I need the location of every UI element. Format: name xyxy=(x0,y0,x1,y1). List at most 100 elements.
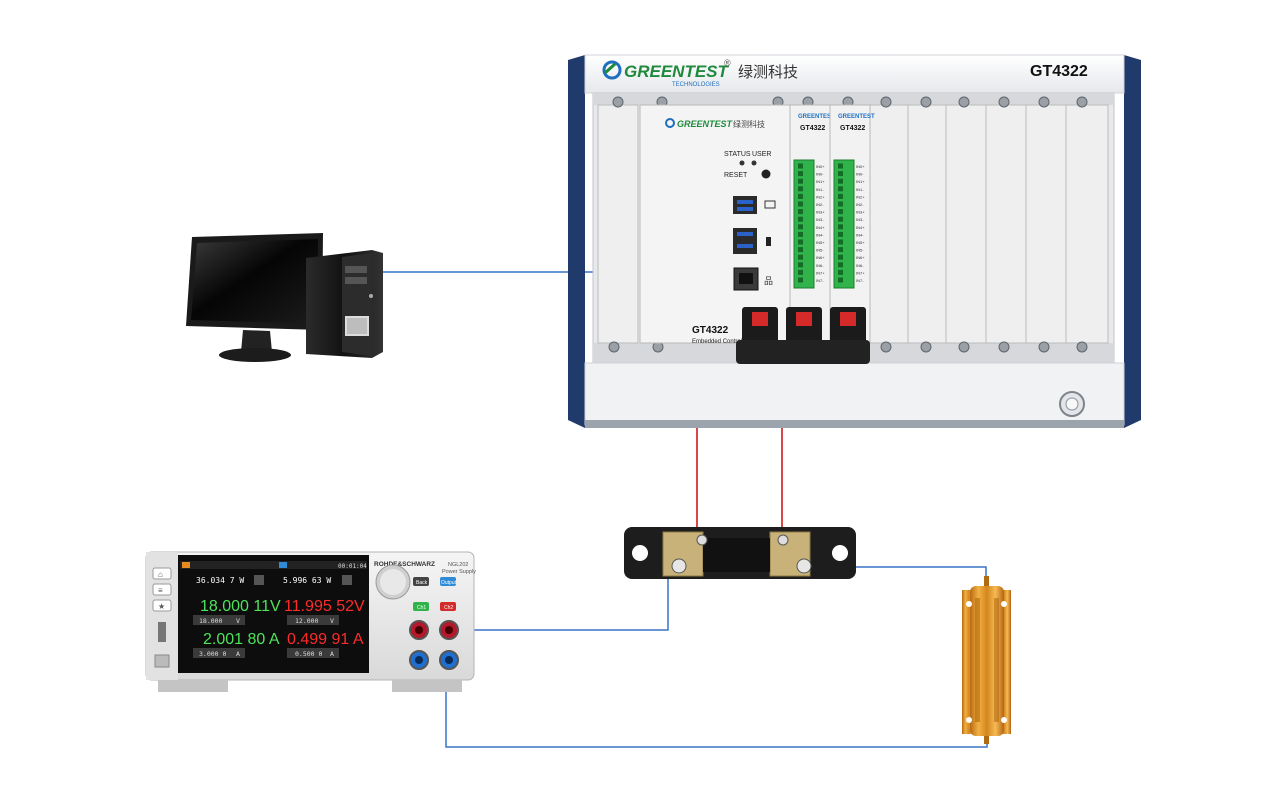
card1-pin-label: IN5+ xyxy=(816,240,825,245)
usb-front-port[interactable] xyxy=(158,622,166,642)
ch2-button[interactable] xyxy=(440,602,456,611)
ch1-voltage-set: 18.000 xyxy=(199,617,223,625)
ch1-voltage-unit: V xyxy=(236,617,240,625)
chassis-model: GT4322 xyxy=(1030,63,1088,80)
card2-brand: GREENTEST xyxy=(838,114,875,120)
io-card-1: GREENTEST GT4322 IN0+ IN0- IN1+ IN1- IN2+ IN2… xyxy=(789,104,835,344)
tower-case xyxy=(306,250,383,358)
card1-pin-7[interactable] xyxy=(798,209,803,215)
card1-pin-14[interactable] xyxy=(798,262,803,268)
card2-pin-16[interactable] xyxy=(838,277,843,283)
card2-pin-11[interactable] xyxy=(838,239,843,245)
favorite-button[interactable] xyxy=(152,599,172,612)
card2-pin-10[interactable] xyxy=(838,231,843,237)
menu-icon: ≡ xyxy=(158,586,163,595)
card1-pin-label: IN2+ xyxy=(816,194,825,199)
usb-port-1[interactable] xyxy=(733,196,757,214)
card2-pin-label: IN1+ xyxy=(856,179,865,184)
card2-pin-13[interactable] xyxy=(838,254,843,260)
card1-pin-label: IN0- xyxy=(816,172,824,177)
ch1-current: 2.001 80 A xyxy=(203,631,280,648)
card1-pin-label: IN2- xyxy=(816,202,824,207)
card1-brand: GREENTEST xyxy=(798,114,835,120)
load-resistor xyxy=(962,576,1011,744)
ch2-button-label: Ch2 xyxy=(444,605,453,611)
psu-subtitle: Power Supply xyxy=(442,569,476,575)
card2-pin-label: IN3+ xyxy=(856,210,865,215)
card1-pin-label: IN4- xyxy=(816,232,824,237)
back-button[interactable] xyxy=(413,577,429,586)
card1-pin-16[interactable] xyxy=(798,277,803,283)
card1-pin-11[interactable] xyxy=(798,239,803,245)
card1-pin-10[interactable] xyxy=(798,231,803,237)
card1-pin-label: IN1- xyxy=(816,187,824,192)
card1-pin-5[interactable] xyxy=(798,193,803,199)
controller-brand: GREENTEST xyxy=(677,119,734,129)
card1-pin-label: IN1+ xyxy=(816,179,825,184)
card2-pin-9[interactable] xyxy=(838,224,843,230)
menu-button[interactable] xyxy=(152,583,172,596)
card2-pin-3[interactable] xyxy=(838,178,843,184)
card1-pin-label: IN3+ xyxy=(816,210,825,215)
card1-model: GT4322 xyxy=(800,125,825,132)
card2-pin-15[interactable] xyxy=(838,269,843,275)
card1-pin-label: IN4+ xyxy=(816,225,825,230)
power-switch[interactable] xyxy=(154,654,170,668)
card2-pin-12[interactable] xyxy=(838,247,843,253)
display-icon xyxy=(764,200,776,209)
ch1-power: 36.034 7 W xyxy=(196,576,244,585)
card1-pin-15[interactable] xyxy=(798,269,803,275)
embedded-controller-module: GREENTEST 绿测科技 STATUS USER RESET 品 GT432… xyxy=(639,104,791,345)
card1-pin-4[interactable] xyxy=(798,186,803,192)
reset-button[interactable] xyxy=(761,169,771,179)
card2-pin-label: IN5+ xyxy=(856,240,865,245)
card2-pin-5[interactable] xyxy=(838,193,843,199)
empty-slots xyxy=(597,104,1109,344)
desktop-pc xyxy=(186,233,383,362)
card2-pin-14[interactable] xyxy=(838,262,843,268)
psu-brand: ROHDE&SCHWARZ xyxy=(374,561,435,568)
ch1-current-set: 3.000 0 xyxy=(199,650,226,658)
card1-pin-label: IN0+ xyxy=(816,164,825,169)
card1-pin-12[interactable] xyxy=(798,247,803,253)
card2-pin-4[interactable] xyxy=(838,186,843,192)
controller-model: GT4322 xyxy=(692,325,729,336)
card1-pin-label: IN6+ xyxy=(816,255,825,260)
card2-pin-label: IN7- xyxy=(856,278,864,283)
card1-pin-label: IN6- xyxy=(816,263,824,268)
network-icon: 品 xyxy=(764,276,773,286)
output-button[interactable] xyxy=(440,577,456,586)
card1-pin-1[interactable] xyxy=(798,163,803,169)
card1-pin-label: IN7- xyxy=(816,278,824,283)
card2-pin-8[interactable] xyxy=(838,216,843,222)
card1-pin-label: IN7+ xyxy=(816,270,825,275)
ch2-voltage-unit: V xyxy=(330,617,334,625)
card1-pin-3[interactable] xyxy=(798,178,803,184)
card2-pin-7[interactable] xyxy=(838,209,843,215)
gt4322-chassis: GREENTEST ® TECHNOLOGIES 绿测科技 GT4322 xyxy=(568,54,1141,428)
card1-pin-13[interactable] xyxy=(798,254,803,260)
card1-pin-8[interactable] xyxy=(798,216,803,222)
chassis-registered-mark: ® xyxy=(724,58,731,68)
monitor xyxy=(186,233,323,362)
psu-model: NGL202 xyxy=(448,562,469,568)
status-led xyxy=(739,160,745,166)
usb-port-2[interactable] xyxy=(733,228,757,254)
card1-pin-2[interactable] xyxy=(798,171,803,177)
card2-pin-label: IN1- xyxy=(856,187,864,192)
card2-pin-2[interactable] xyxy=(838,171,843,177)
card2-pin-label: IN0+ xyxy=(856,164,865,169)
psu-display: 00:01:04 36.034 7 W 5.996 63 W 18.000 11… xyxy=(178,555,369,673)
controller-desc: Embedded Controller xyxy=(692,339,749,345)
card2-pin-1[interactable] xyxy=(838,163,843,169)
card2-pin-label: IN7+ xyxy=(856,270,865,275)
card2-pin-6[interactable] xyxy=(838,201,843,207)
chassis-brand-sub: TECHNOLOGIES xyxy=(672,82,720,88)
card1-pin-6[interactable] xyxy=(798,201,803,207)
chassis-logo xyxy=(602,60,622,80)
ch1-button[interactable] xyxy=(413,602,429,611)
home-button[interactable] xyxy=(152,567,172,580)
card1-pin-9[interactable] xyxy=(798,224,803,230)
ch2-voltage: 11.995 52V xyxy=(284,598,365,615)
